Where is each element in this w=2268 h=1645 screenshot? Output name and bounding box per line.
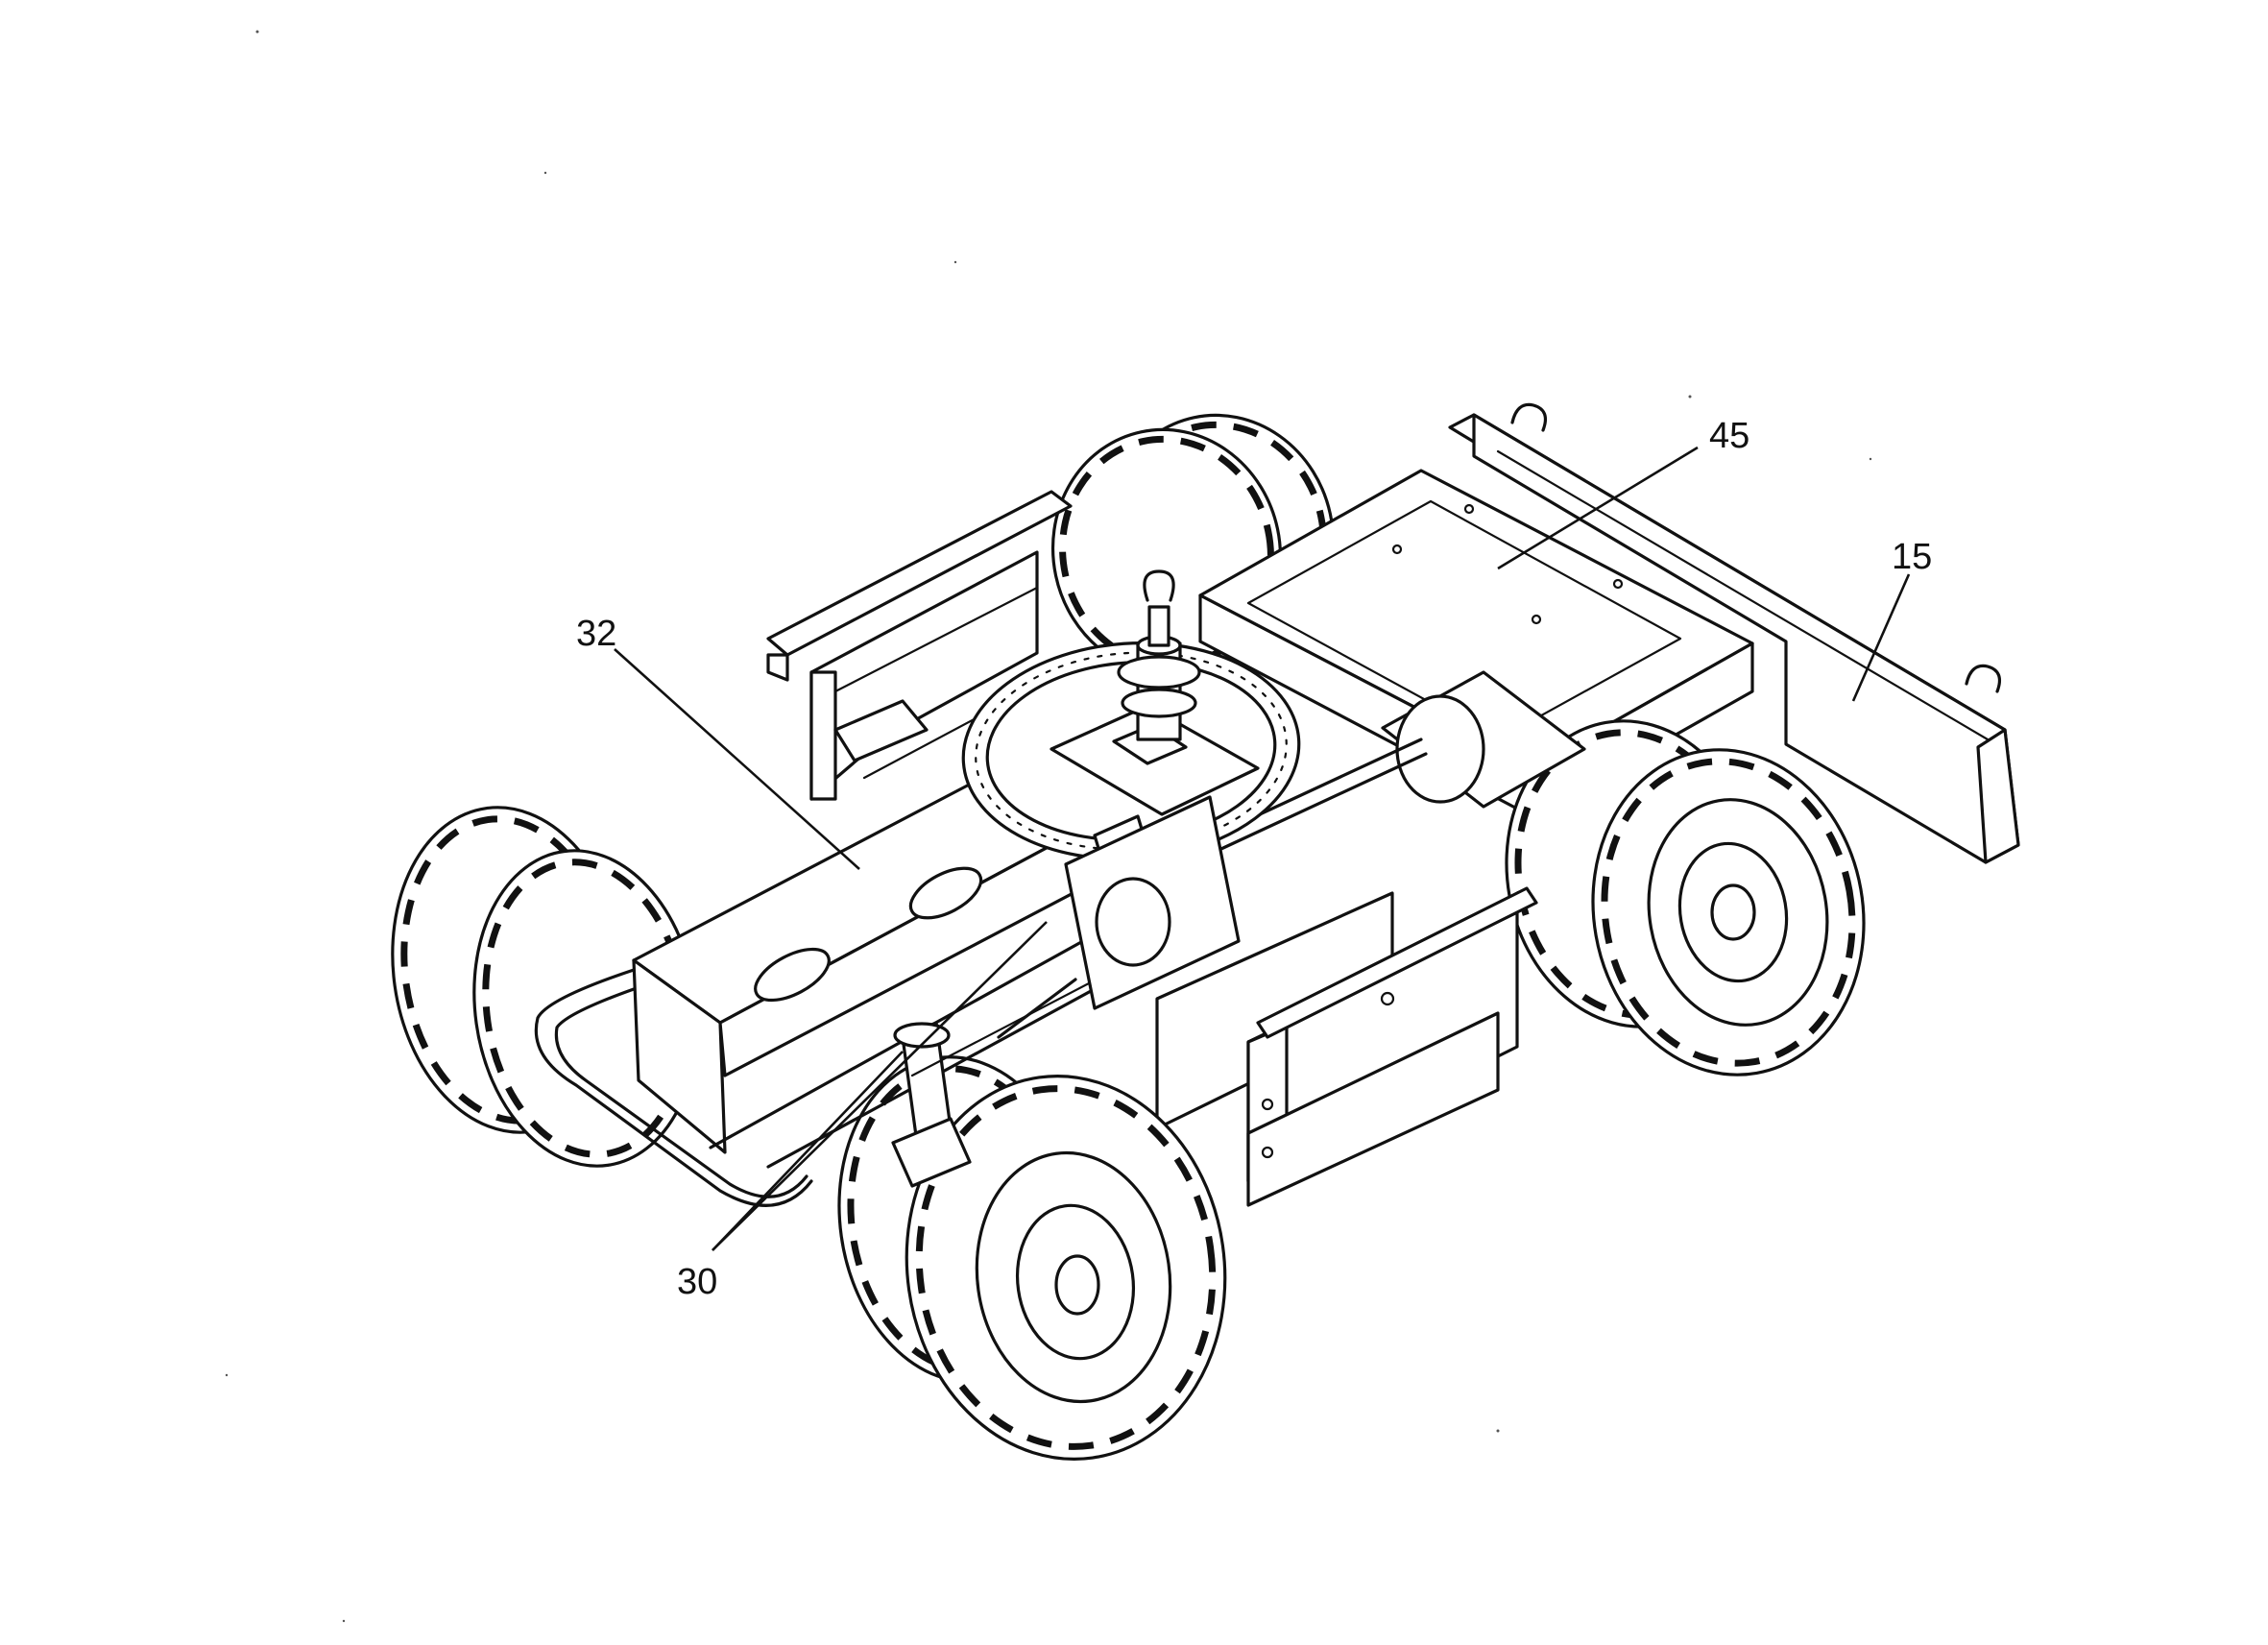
leader-lines xyxy=(614,446,1911,1251)
front-bumper-tube xyxy=(534,968,813,1207)
front-right-wheels xyxy=(837,1055,1227,1461)
callout-30: 30 xyxy=(677,1262,717,1302)
leader-30b xyxy=(712,1051,904,1251)
leader-32 xyxy=(614,648,860,870)
callout-32: 32 xyxy=(576,614,616,654)
steering-cylinder xyxy=(891,958,1135,1188)
rear-outrigger-left xyxy=(766,490,1073,801)
rear-axle xyxy=(1150,670,1586,881)
callout-45: 45 xyxy=(1709,416,1749,456)
scan-specks xyxy=(225,30,1872,1623)
leader-15 xyxy=(1851,573,1911,702)
rear-outrigger-right xyxy=(1155,886,1538,1207)
callout-15: 15 xyxy=(1892,537,1932,577)
dozer-blade xyxy=(1448,402,2020,864)
leader-45 xyxy=(1497,446,1699,570)
leader-30a xyxy=(712,921,1048,1251)
front-axle xyxy=(997,795,1241,1039)
